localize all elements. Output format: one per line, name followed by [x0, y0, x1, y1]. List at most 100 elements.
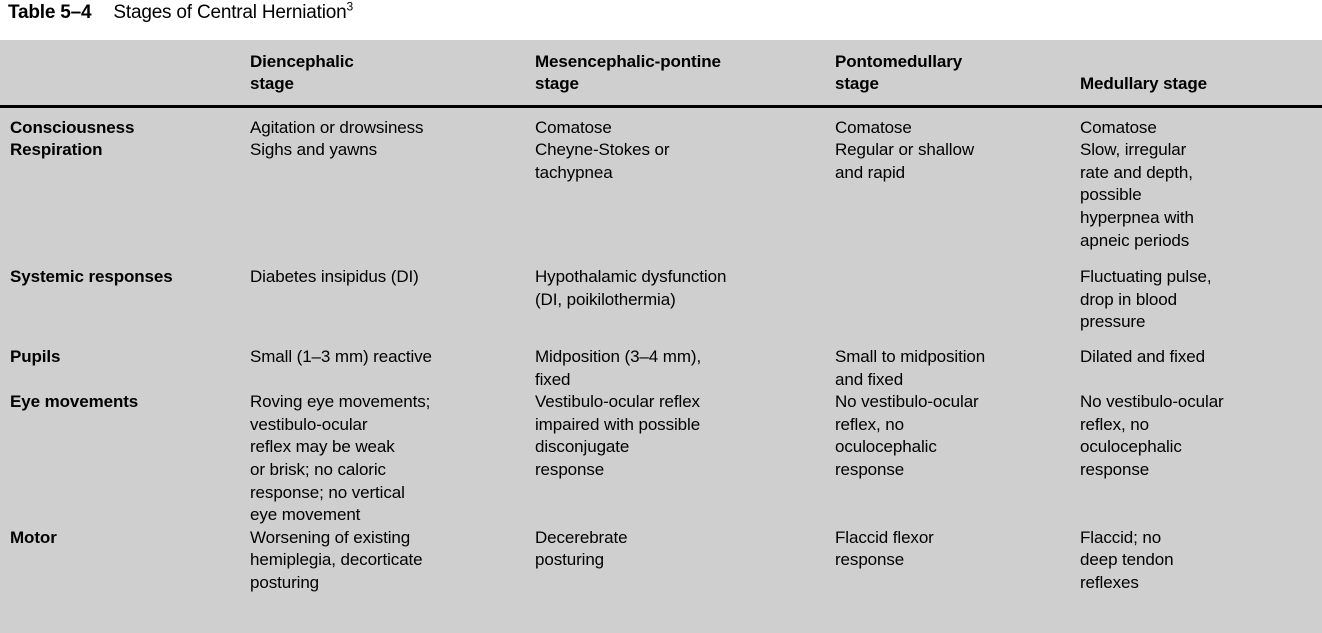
cell-pontomedullary [835, 266, 1080, 334]
cell-line: response [535, 460, 605, 480]
cell-diencephalic: Small (1–3 mm) reactive [250, 346, 535, 391]
cell-diencephalic: Sighs and yawns [250, 139, 535, 252]
header-row: Diencephalic stage Mesencephalic-pontine… [0, 40, 1322, 106]
row-label-motor: Motor [10, 527, 57, 547]
cell-line: Fluctuating pulse, [1080, 267, 1212, 287]
cell-line: Comatose [835, 117, 912, 137]
column-header-medullary: Medullary stage [1080, 40, 1322, 106]
cell-mesencephalic-pontine: Hypothalamic dysfunction(DI, poikilother… [535, 266, 835, 334]
table-row: Motor Worsening of existing hemiplegia, de… [0, 527, 1322, 595]
cell-line: fixed [535, 369, 571, 389]
table-title: Stages of Central Herniation3 [113, 0, 354, 24]
cell-line: Regular or shallow [835, 140, 974, 160]
cell-line: Slow, irregular [1080, 140, 1187, 160]
row-spacer [0, 252, 1322, 266]
stages-table-container: Diencephalic stage Mesencephalic-pontine… [0, 40, 1322, 633]
cell-diencephalic: Agitation or drowsiness [250, 106, 535, 139]
cell-line: rate and depth, [1080, 162, 1193, 182]
cell-line: (DI, poikilothermia) [535, 289, 676, 309]
row-spacer-cell [0, 334, 1322, 346]
cell-line: deep tendon [1080, 550, 1174, 570]
cell-line: response [835, 460, 905, 480]
cell-line: Sighs and yawns [250, 140, 378, 160]
cell-line: vestibulo-ocular [250, 414, 368, 434]
table-caption: Table 5–4 Stages of Central Herniation3 [0, 0, 1322, 40]
cell-line: Comatose [535, 117, 612, 137]
stages-of-central-herniation-table: Diencephalic stage Mesencephalic-pontine… [0, 40, 1322, 595]
table-body: Consciousness Agitation or drowsiness Coma… [0, 106, 1322, 595]
cell-line: Cheyne-Stokes or [535, 140, 670, 160]
cell-line: Decerebrate [535, 527, 628, 547]
cell-line: reflex, no [1080, 414, 1149, 434]
header-line-1: Pontomedullary [835, 51, 963, 71]
row-label-consciousness: Consciousness [10, 117, 135, 137]
header-line-1: Mesencephalic-pontine [535, 51, 721, 71]
cell-line: Flaccid; no [1080, 527, 1162, 547]
cell-line: Agitation or drowsiness [250, 117, 424, 137]
column-header-measure [0, 40, 250, 106]
footnote-marker: 3 [346, 0, 354, 14]
cell-line: apneic periods [1080, 230, 1190, 250]
cell-line: response [1080, 460, 1150, 480]
cell-line: tachypnea [535, 162, 613, 182]
cell-line: Small (1–3 mm) reactive [250, 346, 432, 366]
cell-line: Midposition (3–4 mm), [535, 346, 702, 366]
table-number: Table 5–4 [8, 2, 92, 23]
column-header-mesencephalic-pontine: Mesencephalic-pontine stage [535, 40, 835, 106]
cell-line: hyperpnea with [1080, 207, 1194, 227]
cell-line: Vestibulo-ocular reflex [535, 392, 700, 412]
cell-pontomedullary: Comatose [835, 106, 1080, 139]
row-spacer-cell [0, 252, 1322, 266]
header-line-1: Diencephalic [250, 51, 354, 71]
table-row: Eye movements Roving eye movements;vestib… [0, 391, 1322, 527]
row-spacer [0, 334, 1322, 346]
cell-line: impaired with possible [535, 414, 701, 434]
row-label-eye-movements: Eye movements [10, 392, 139, 412]
cell-medullary: Flaccid; no deep tendon reflexes [1080, 527, 1322, 595]
table-header: Diencephalic stage Mesencephalic-pontine… [0, 40, 1322, 106]
table-row: Consciousness Agitation or drowsiness Coma… [0, 106, 1322, 139]
row-label-systemic-responses: Systemic responses [10, 267, 173, 287]
cell-line: posturing [250, 573, 320, 593]
cell-line: Worsening of existing [250, 527, 411, 547]
cell-line: Small to midposition [835, 346, 986, 366]
cell-line: disconjugate [535, 437, 630, 457]
cell-line: and rapid [835, 162, 905, 182]
cell-line: Dilated and fixed [1080, 346, 1205, 366]
cell-diencephalic: Diabetes insipidus (DI) [250, 266, 535, 334]
row-label-respiration: Respiration [10, 140, 103, 160]
cell-line: reflex, no [835, 414, 904, 434]
cell-line: hemiplegia, decorticate [250, 550, 423, 570]
table-row: Systemic responses Diabetes insipidus (DI… [0, 266, 1322, 334]
cell-line: Comatose [1080, 117, 1157, 137]
cell-line: or brisk; no caloric [250, 460, 386, 480]
column-header-diencephalic: Diencephalic stage [250, 40, 535, 106]
table-row: Respiration Sighs and yawns Cheyne-Stokes … [0, 139, 1322, 252]
cell-medullary: Comatose [1080, 106, 1322, 139]
row-label-pupils: Pupils [10, 346, 61, 366]
cell-line: oculocephalic [835, 437, 937, 457]
cell-line: response; no vertical [250, 482, 405, 502]
cell-line: No vestibulo-ocular [835, 392, 979, 412]
table-row: Pupils Small (1–3 mm) reactive Midposition… [0, 346, 1322, 391]
cell-line: reflexes [1080, 573, 1139, 593]
header-line-2: stage [835, 74, 879, 94]
cell-mesencephalic-pontine: Midposition (3–4 mm), fixed [535, 346, 835, 391]
cell-pontomedullary: Flaccid flexor response [835, 527, 1080, 595]
cell-line: response [835, 550, 905, 570]
cell-line: eye movement [250, 505, 361, 525]
cell-line: drop in blood [1080, 289, 1177, 309]
cell-mesencephalic-pontine: Comatose [535, 106, 835, 139]
cell-line: Flaccid flexor [835, 527, 934, 547]
cell-diencephalic: Worsening of existing hemiplegia, decorti… [250, 527, 535, 595]
